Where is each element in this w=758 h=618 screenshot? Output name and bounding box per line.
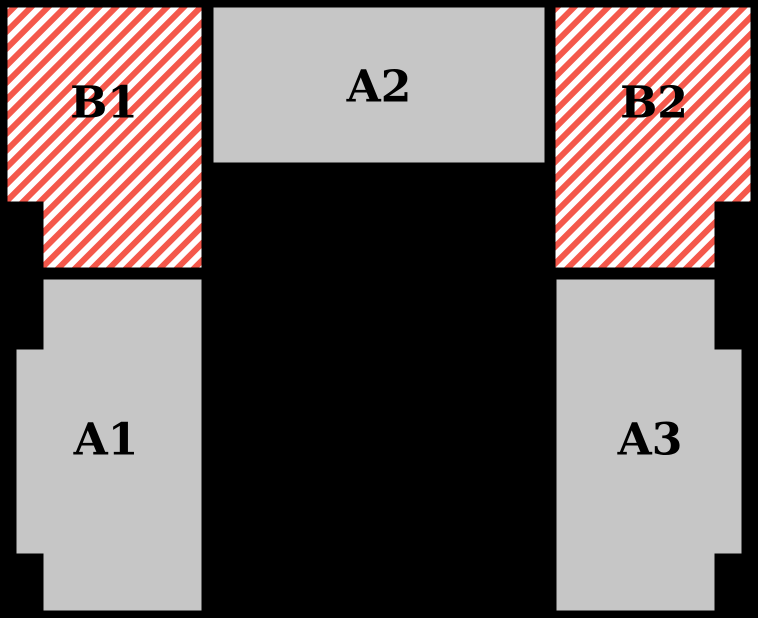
region-b2-label: B2 (620, 78, 688, 129)
region-a1-shape[interactable] (11, 274, 207, 616)
region-a3-shape[interactable] (551, 274, 747, 616)
region-a3[interactable]: A3 (551, 274, 747, 616)
region-b2-shape[interactable] (550, 2, 756, 273)
region-a2-shape[interactable] (208, 2, 550, 168)
region-b1-label: B1 (70, 78, 138, 129)
region-a1-label: A1 (73, 415, 139, 466)
region-b1[interactable]: B1 (2, 2, 207, 273)
region-a2[interactable]: A2 (208, 2, 550, 168)
region-a3-label: A3 (617, 415, 683, 466)
region-b2[interactable]: B2 (550, 2, 756, 273)
region-a1[interactable]: A1 (11, 274, 207, 616)
region-b1-shape[interactable] (2, 2, 207, 273)
region-a2-label: A2 (346, 62, 412, 113)
